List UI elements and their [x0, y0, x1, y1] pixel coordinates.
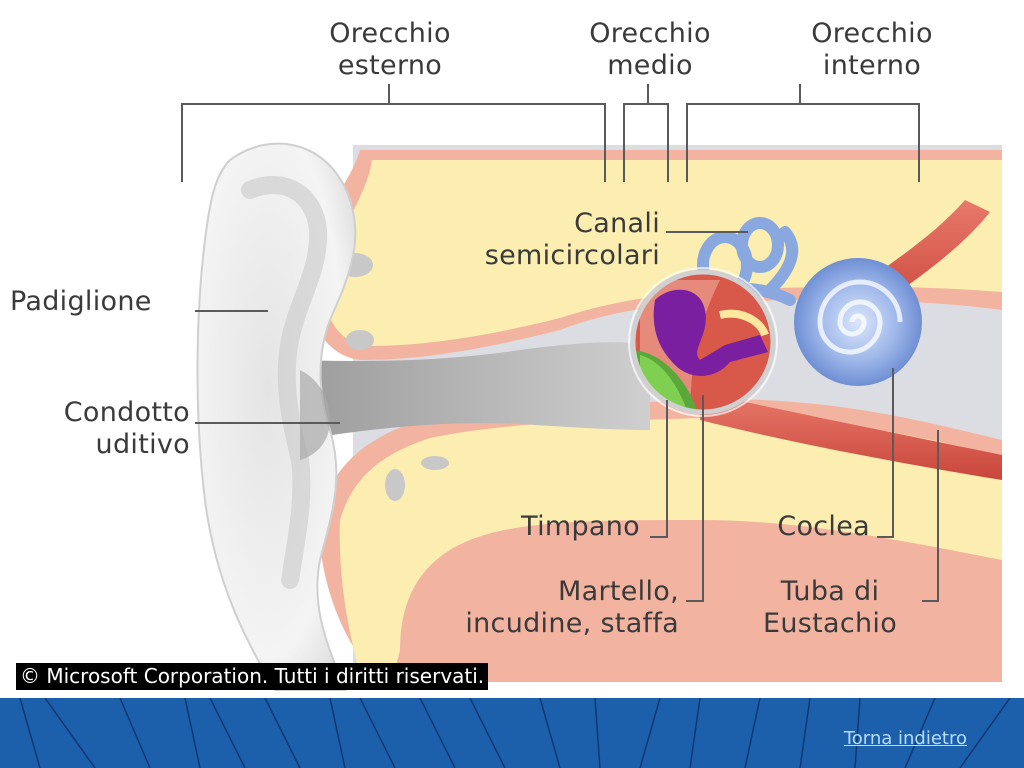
footer-banner: Torna indietro — [0, 698, 1024, 768]
label-eardrum: Timpano — [440, 511, 640, 543]
cochlea-illustration — [794, 258, 922, 386]
label-cochlea: Coclea — [690, 511, 870, 543]
back-link[interactable]: Torna indietro — [844, 728, 967, 749]
label-ear-canal: Condotto uditivo — [10, 397, 190, 461]
label-eustachian-tube: Tuba di Eustachio — [740, 576, 920, 640]
header-inner-ear: Orecchio interno — [787, 18, 957, 82]
label-pinna: Padiglione — [10, 286, 152, 318]
label-semicircular-canals: Canali semicircolari — [420, 208, 660, 272]
header-middle-ear: Orecchio medio — [565, 18, 735, 82]
header-outer-ear: Orecchio esterno — [305, 18, 475, 82]
copyright-notice: © Microsoft Corporation. Tutti i diritti… — [16, 663, 488, 690]
label-ossicles: Martello, incudine, staffa — [395, 576, 679, 640]
